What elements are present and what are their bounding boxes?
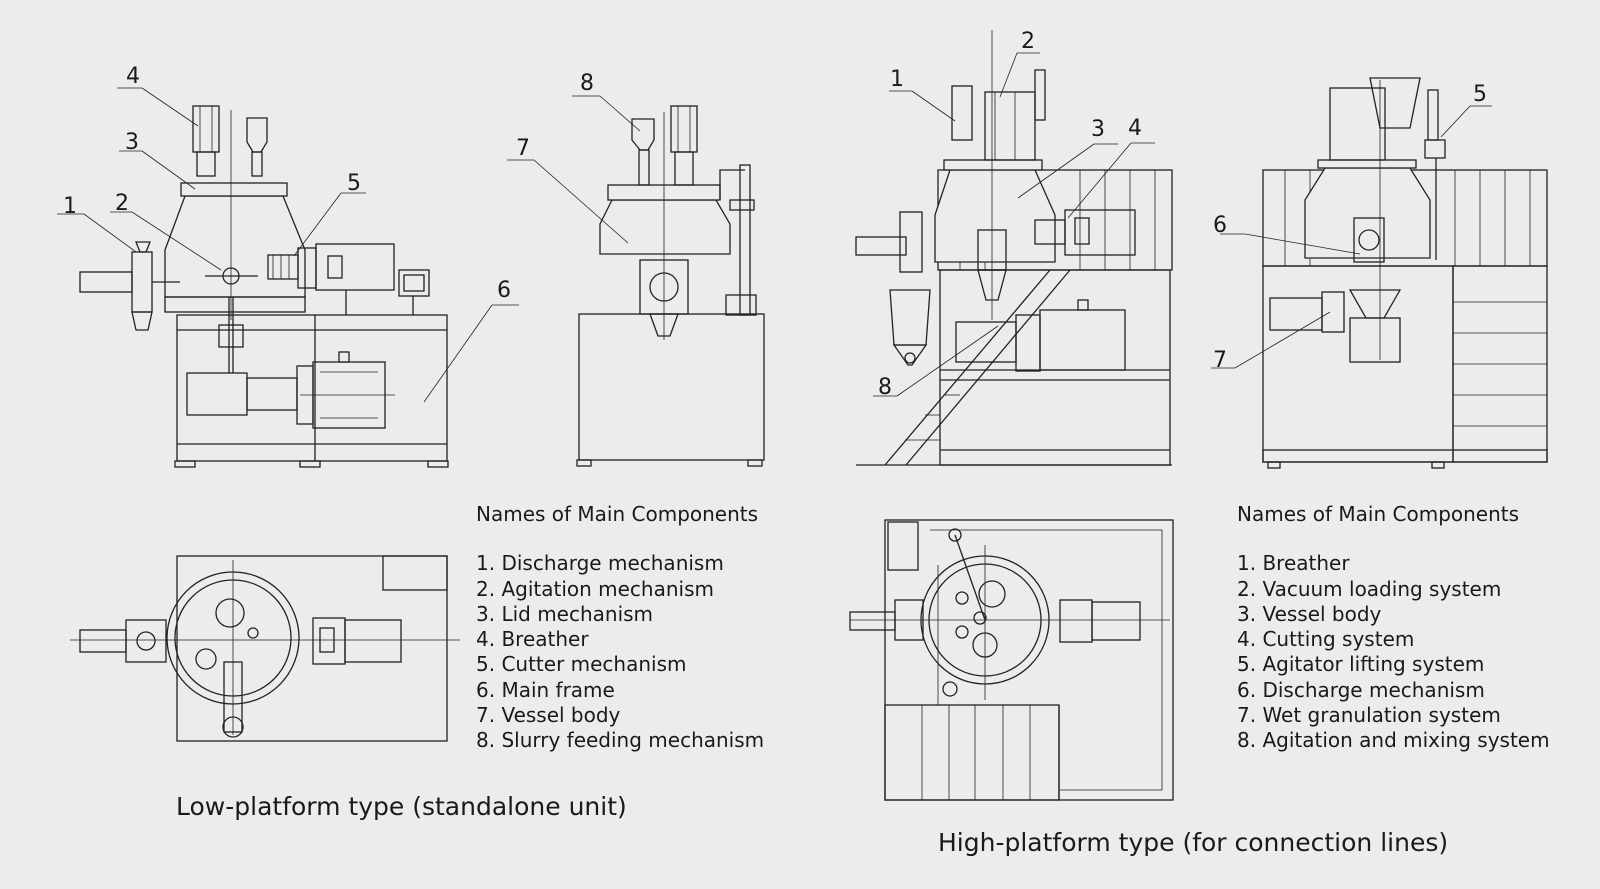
high-legend-title: Names of Main Components: [1237, 502, 1520, 526]
low-component-item: 6. Main frame: [476, 677, 615, 702]
high-component-item: 2. Vacuum loading system: [1237, 576, 1502, 601]
low-component-item: 8. Slurry feeding mechanism: [476, 728, 765, 753]
high-platform-caption: High-platform type (for connection lines…: [938, 828, 1449, 857]
low-callout-3: 3: [125, 130, 139, 155]
high-top-view: [849, 519, 1174, 801]
high-side-view: 5 6 7: [1211, 77, 1548, 469]
high-component-item: 5. Agitator lifting system: [1237, 652, 1485, 677]
high-callout-2: 2: [1021, 29, 1035, 54]
high-component-item: 3. Vessel body: [1237, 601, 1382, 626]
low-components-list: 1. Discharge mechanism 2. Agitation mech…: [476, 551, 764, 753]
low-platform-legend: Names of Main Components 1. Discharge me…: [476, 502, 764, 754]
high-component-item: 4. Cutting system: [1237, 627, 1415, 652]
low-platform-caption: Low-platform type (standalone unit): [176, 792, 627, 821]
high-callout-3: 3: [1091, 117, 1105, 142]
high-callout-7: 7: [1213, 348, 1227, 373]
low-front-view: 1 2 3 4 5 6: [57, 64, 519, 468]
low-legend-title: Names of Main Components: [476, 502, 759, 526]
high-component-item: 6. Discharge mechanism: [1237, 677, 1485, 702]
low-callout-1: 1: [63, 194, 77, 219]
high-callout-4: 4: [1128, 116, 1142, 141]
low-component-item: 7. Vessel body: [476, 703, 621, 728]
low-component-item: 3. Lid mechanism: [476, 601, 654, 626]
low-top-view: [70, 555, 460, 742]
low-component-item: 5. Cutter mechanism: [476, 652, 687, 677]
high-component-item: 1. Breather: [1237, 551, 1350, 576]
low-component-item: 4. Breather: [476, 627, 589, 652]
high-callout-6: 6: [1213, 213, 1227, 238]
high-platform-legend: Names of Main Components 1. Breather 2. …: [1237, 502, 1550, 754]
low-callout-8: 8: [580, 71, 594, 96]
low-callout-5: 5: [347, 171, 361, 196]
high-callout-1: 1: [890, 67, 904, 92]
high-callout-8: 8: [878, 375, 892, 400]
high-callout-5: 5: [1473, 82, 1487, 107]
low-component-item: 1. Discharge mechanism: [476, 551, 724, 576]
high-front-view: 1 2 3 4 8: [855, 29, 1173, 466]
low-callout-4: 4: [126, 64, 140, 89]
low-component-item: 2. Agitation mechanism: [476, 576, 714, 601]
low-callout-7: 7: [516, 136, 530, 161]
low-side-view: 8 7: [507, 71, 765, 467]
high-component-item: 7. Wet granulation system: [1237, 703, 1501, 728]
low-callout-6: 6: [497, 278, 511, 303]
low-callout-2: 2: [115, 191, 129, 216]
high-component-item: 8. Agitation and mixing system: [1237, 728, 1550, 753]
high-components-list: 1. Breather 2. Vacuum loading system 3. …: [1237, 551, 1550, 753]
